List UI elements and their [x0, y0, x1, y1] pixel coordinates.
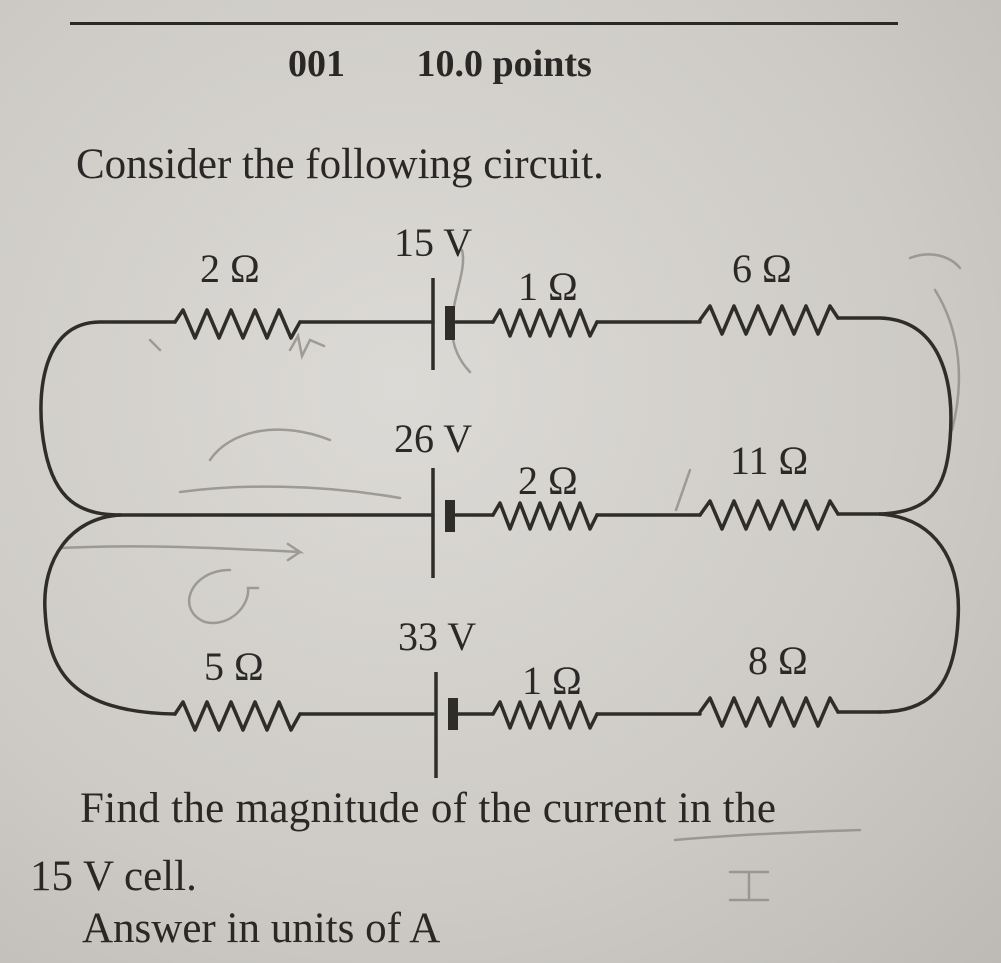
resistor-middle-right [698, 499, 840, 531]
label-bottom-left-resistor: 5 Ω [204, 644, 264, 689]
problem-number: 001 [288, 43, 345, 85]
circuit-labels: 2 Ω 15 V 1 Ω 6 Ω 26 V 2 Ω 11 Ω 5 Ω 33 V … [200, 220, 808, 703]
label-top-internal-resistor: 1 Ω [518, 264, 578, 309]
label-26v-battery: 26 V [394, 416, 472, 461]
label-top-right-resistor: 6 Ω [732, 246, 792, 291]
question-line-2: 15 V cell. [30, 853, 197, 900]
label-15v-battery: 15 V [394, 220, 472, 265]
resistor-top-right [698, 304, 840, 336]
label-bottom-internal-resistor: 1 Ω [522, 658, 582, 703]
circuit-wires [39, 316, 961, 716]
answer-units: Answer in units of A [82, 905, 441, 952]
label-bottom-right-resistor: 8 Ω [748, 638, 808, 683]
label-33v-battery: 33 V [398, 614, 476, 659]
resistor-top-internal [491, 308, 599, 338]
resistor-top-left [173, 308, 302, 340]
label-middle-internal-resistor: 2 Ω [518, 458, 578, 503]
question-line-1: Find the magnitude of the current in the [80, 785, 777, 832]
batteries [431, 278, 458, 778]
resistors [173, 304, 840, 732]
problem-header: 001 10.0 points [288, 42, 592, 86]
label-top-left-resistor: 2 Ω [200, 246, 260, 291]
resistor-bottom-left [173, 700, 302, 732]
resistor-middle-internal [491, 501, 599, 531]
problem-points: 10.0 points [416, 43, 592, 85]
pencil-marks [58, 248, 962, 902]
top-rule [70, 22, 898, 25]
label-middle-right-resistor: 11 Ω [730, 438, 808, 483]
resistor-bottom-right [698, 696, 840, 728]
resistor-bottom-internal [491, 700, 599, 730]
problem-intro: Consider the following circuit. [76, 141, 604, 188]
